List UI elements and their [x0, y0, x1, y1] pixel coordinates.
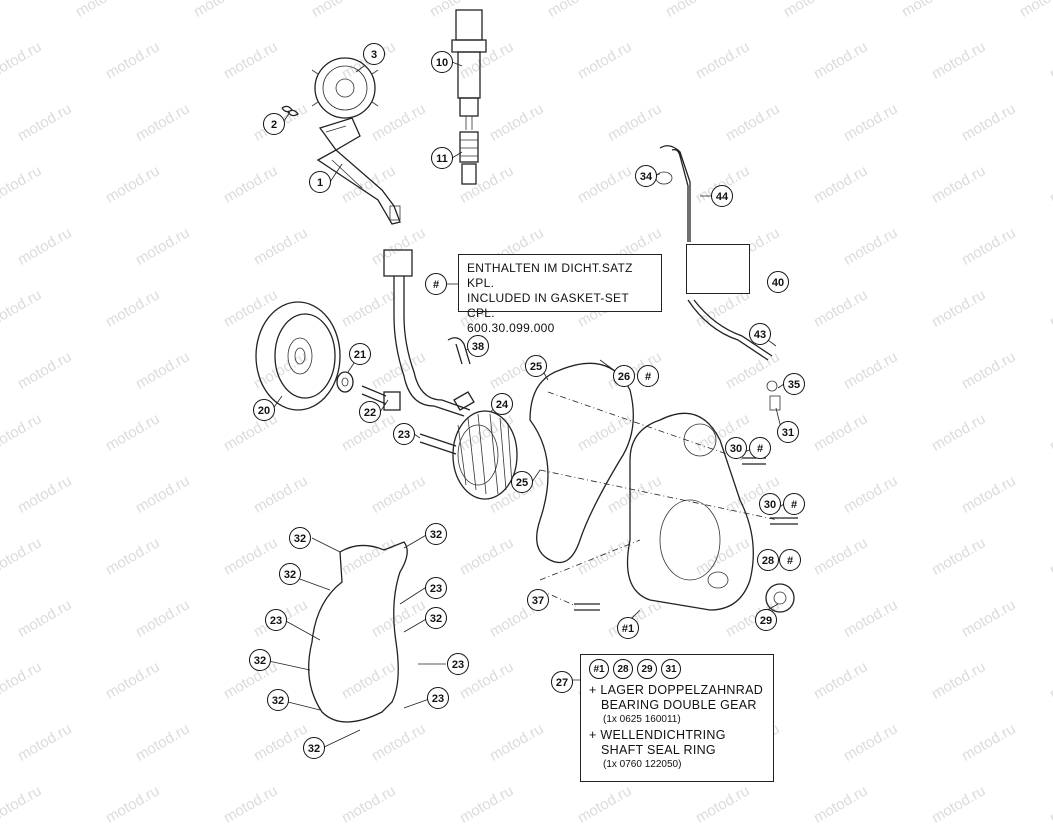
oring-38: [447, 337, 471, 365]
callout-35-b[interactable]: 35: [783, 373, 805, 395]
callout-32-e[interactable]: 32: [249, 649, 271, 671]
kit-line-3: (1x 0625 160011): [603, 714, 681, 725]
callout-34[interactable]: 34: [635, 165, 657, 187]
kit-line-6: (1x 0760 122050): [603, 759, 682, 770]
cover-gasket: [529, 362, 634, 564]
starter-part: [451, 9, 487, 185]
callout-28[interactable]: 28: [757, 549, 779, 571]
callout-2[interactable]: 2: [263, 113, 285, 135]
callout-26[interactable]: 26: [613, 365, 635, 387]
repair-kit-note: #1 28 29 31 + LAGER DOPPELZAHNRAD BEARIN…: [580, 654, 774, 782]
kit-ref-29: 29: [637, 659, 657, 679]
callout-32-a[interactable]: 32: [289, 527, 311, 549]
note-line-3: 600.30.099.000: [467, 321, 555, 335]
seal-29: [765, 583, 795, 613]
hash-marker-30-a: #: [749, 437, 771, 459]
callout-44[interactable]: 44: [711, 185, 733, 207]
callout-22[interactable]: 22: [359, 401, 381, 423]
callout-40[interactable]: 40: [767, 271, 789, 293]
lever-part: [316, 117, 401, 225]
callout-21[interactable]: 21: [349, 343, 371, 365]
hash-marker-28: #: [779, 549, 801, 571]
callout-20[interactable]: 20: [253, 399, 275, 421]
callout-43[interactable]: 43: [749, 323, 771, 345]
callout-25-a[interactable]: 25: [525, 355, 547, 377]
callout-3[interactable]: 3: [363, 43, 385, 65]
kit-ref-hash-1: #1: [589, 659, 609, 679]
callout-31[interactable]: 31: [777, 421, 799, 443]
callout-23[interactable]: 23: [393, 423, 415, 445]
callout-24[interactable]: 24: [491, 393, 513, 415]
kit-line-5: SHAFT SEAL RING: [601, 743, 716, 757]
callout-38[interactable]: 38: [467, 335, 489, 357]
part-40-box: [686, 244, 750, 294]
callout-30-b[interactable]: 30: [759, 493, 781, 515]
callout-23-e[interactable]: 23: [427, 687, 449, 709]
gasket-32: [308, 541, 408, 723]
callout-32-b[interactable]: 32: [279, 563, 301, 585]
kit-ref-31: 31: [661, 659, 681, 679]
callout-27[interactable]: 27: [551, 671, 573, 693]
note-gasket-ref: #: [425, 273, 447, 295]
gasket-set-note: ENTHALTEN IM DICHT.SATZ KPL. INCLUDED IN…: [458, 254, 662, 335]
callout-32-f[interactable]: 32: [267, 689, 289, 711]
hash-marker-30-b: #: [783, 493, 805, 515]
small-spring-part: [281, 105, 299, 117]
hash-marker-26: #: [637, 365, 659, 387]
callout-hash-1[interactable]: #1: [617, 617, 639, 639]
callout-23-b[interactable]: 23: [425, 577, 447, 599]
washer-21: [336, 371, 354, 393]
callout-37[interactable]: 37: [527, 589, 549, 611]
callout-10[interactable]: 10: [431, 51, 453, 73]
kit-line-2: BEARING DOUBLE GEAR: [601, 698, 757, 712]
note-line-1: ENTHALTEN IM DICHT.SATZ KPL.: [467, 261, 633, 290]
callout-23-d[interactable]: 23: [447, 653, 469, 675]
kit-line-4: + WELLENDICHTRING: [589, 728, 726, 742]
callout-11[interactable]: 11: [431, 147, 453, 169]
callout-30-a[interactable]: 30: [725, 437, 747, 459]
exploded-view-drawing: [255, 9, 798, 749]
callout-1[interactable]: 1: [309, 171, 331, 193]
kit-line-1: + LAGER DOPPELZAHNRAD: [589, 683, 764, 697]
bolt-22: [361, 385, 401, 411]
sprocket-part: [311, 57, 379, 119]
callout-29[interactable]: 29: [755, 609, 777, 631]
note-line-2: INCLUDED IN GASKET-SET CPL.: [467, 291, 629, 320]
stator-part: [452, 391, 518, 500]
breather-hose: [655, 145, 781, 411]
bolt-23: [419, 433, 457, 455]
leader-lines: [263, 61, 785, 749]
kit-refs: #1 28 29 31: [589, 659, 765, 679]
kit-ref-28: 28: [613, 659, 633, 679]
callout-32-d[interactable]: 32: [425, 607, 447, 629]
callout-25-b[interactable]: 25: [511, 471, 533, 493]
flywheel-part: [255, 301, 341, 411]
cover-screws: [539, 391, 798, 611]
ignition-cover: [626, 412, 754, 611]
wiring-harness: [383, 249, 471, 417]
callout-32-g[interactable]: 32: [303, 737, 325, 759]
callout-23-c[interactable]: 23: [265, 609, 287, 631]
callout-32-c[interactable]: 32: [425, 523, 447, 545]
note-gasket-leader: [446, 283, 458, 285]
